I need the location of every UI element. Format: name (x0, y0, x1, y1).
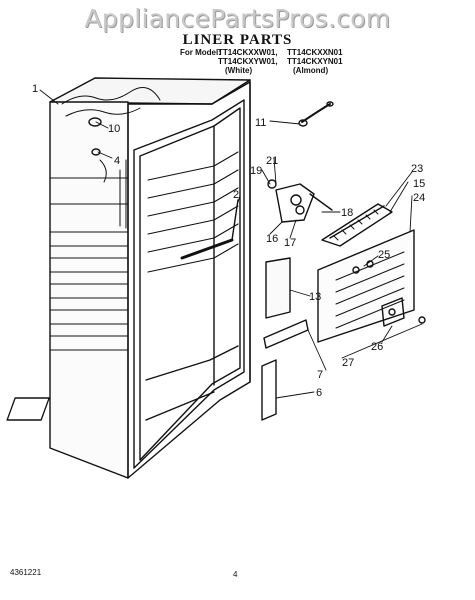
callout-27: 27 (342, 357, 354, 369)
color-label: (Almond) (293, 66, 329, 75)
part-13-divider (265, 257, 291, 319)
liner-cabinet (6, 77, 251, 479)
part-26-cover (381, 297, 405, 327)
model-number: TT14CKXXW01, (218, 48, 278, 57)
callout-21: 21 (266, 155, 278, 167)
callout-26: 26 (371, 341, 383, 353)
callout-11: 11 (255, 117, 266, 129)
model-number: TT14CKXYW01, (218, 57, 278, 66)
part-24-back-panel (317, 229, 415, 343)
part-27-screw (418, 316, 426, 324)
callout-23: 23 (411, 163, 423, 175)
callout-6: 6 (316, 387, 322, 399)
part-2-bracket (180, 199, 239, 260)
callout-16: 16 (266, 233, 278, 245)
diffuser-housing (321, 203, 393, 247)
side-panel-grooves (49, 177, 129, 351)
control-housing (267, 179, 333, 223)
watermark: AppliancePartsPros.com (84, 4, 391, 33)
model-label: For Model: (180, 48, 221, 57)
callout-7: 7 (317, 369, 323, 381)
footer-code: 4361221 (10, 568, 42, 577)
callout-19: 19 (250, 165, 262, 177)
shelf-ribs (147, 151, 239, 273)
callout-10: 10 (108, 123, 120, 135)
part-7-trim (263, 319, 309, 349)
callout-17: 17 (284, 237, 296, 249)
callout-4: 4 (114, 155, 120, 167)
liner-front-frame (127, 81, 251, 479)
callout-18: 18 (341, 207, 353, 219)
liner-opening (133, 99, 245, 469)
part-6-strip (261, 359, 277, 421)
model-number: TT14CKXYN01 (287, 57, 343, 66)
callout-25: 25 (378, 249, 390, 261)
part-11-tube (298, 101, 334, 127)
page-number: 4 (233, 570, 238, 579)
callout-2: 2 (233, 189, 239, 201)
diagram-title: LINER PARTS (182, 32, 293, 48)
color-label: (White) (225, 66, 253, 75)
model-number: TT14CKXXN01 (287, 48, 343, 57)
callout-labels: 1 10 4 11 21 19 2 16 17 18 23 15 24 25 1… (32, 83, 425, 399)
leader-lines (39, 89, 423, 399)
callout-24: 24 (413, 192, 425, 204)
callout-15: 15 (413, 178, 425, 190)
callout-13: 13 (309, 291, 321, 303)
callout-1: 1 (32, 83, 38, 95)
